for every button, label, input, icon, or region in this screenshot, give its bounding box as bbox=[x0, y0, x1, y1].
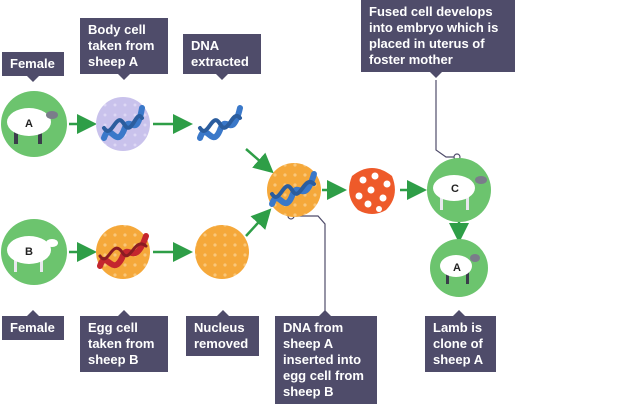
egg-cell bbox=[96, 225, 150, 279]
label-nucleus-removed: Nucleus removed bbox=[186, 310, 259, 356]
sheep-c-letter: C bbox=[451, 183, 459, 195]
sheep-c: C bbox=[427, 158, 491, 222]
sheep-b-letter: B bbox=[25, 246, 33, 258]
arrow-dna-to-fusion bbox=[245, 148, 274, 174]
dna-helix-icon bbox=[101, 105, 145, 141]
label-dna-extracted: DNA extracted bbox=[183, 34, 261, 80]
label-female-a: Female bbox=[2, 52, 64, 82]
embryo bbox=[349, 168, 395, 214]
label-body-cell: Body cell taken from sheep A bbox=[80, 18, 168, 80]
sheep-a: A bbox=[1, 91, 67, 157]
dna-helix-icon bbox=[197, 105, 243, 141]
arrow-nucleus-removed-to-fusion bbox=[245, 208, 272, 237]
arrows bbox=[69, 114, 469, 262]
lamb: A bbox=[430, 239, 488, 297]
sheep-a-letter: A bbox=[25, 118, 33, 130]
dna-helix-icon bbox=[269, 171, 317, 207]
label-dna-inserted: DNA from sheep A inserted into egg cell … bbox=[275, 310, 377, 404]
enucleated-egg bbox=[195, 225, 249, 279]
sheep-b: B bbox=[1, 219, 67, 285]
label-lamb-clone: Lamb is clone of sheep A bbox=[425, 310, 496, 372]
connector-dna-inserted bbox=[291, 215, 326, 315]
fused-cell bbox=[267, 163, 321, 217]
lamb-letter: A bbox=[453, 262, 461, 274]
dna-helix-red-icon bbox=[97, 233, 149, 269]
label-female-b: Female bbox=[2, 310, 64, 340]
dna-extracted bbox=[197, 105, 243, 141]
label-egg-cell: Egg cell taken from sheep B bbox=[80, 310, 168, 372]
label-fused-cell: Fused cell develops into embryo which is… bbox=[361, 0, 515, 78]
body-cell bbox=[96, 97, 150, 151]
connector-fused-cell bbox=[435, 80, 457, 158]
